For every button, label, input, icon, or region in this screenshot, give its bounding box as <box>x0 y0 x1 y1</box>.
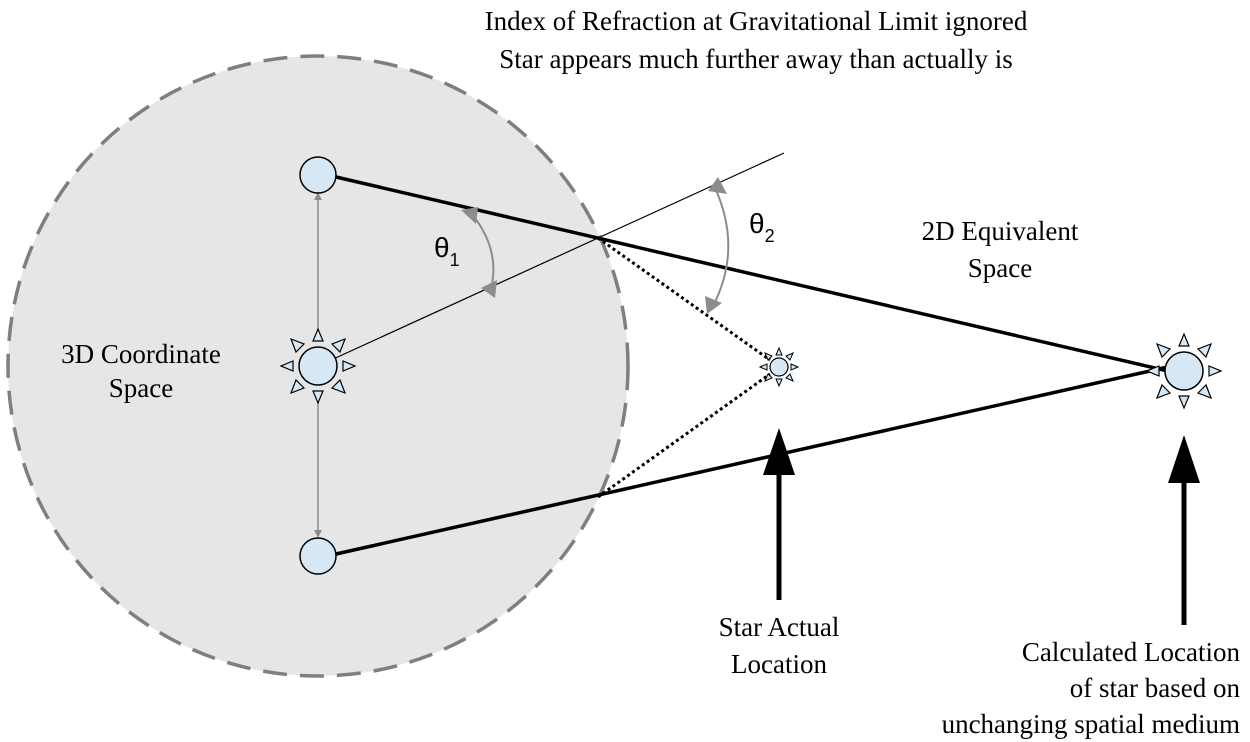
region-3d-label-line-2: Space <box>109 373 173 403</box>
calculated-star-icon <box>1145 332 1223 410</box>
lower-ray-line <box>335 364 1173 556</box>
calculated-location-label-line-3: unchanging spatial medium <box>942 709 1240 739</box>
theta2-arc <box>712 189 730 307</box>
actual-star-icon <box>758 346 800 388</box>
theta1-arrowhead-bottom <box>481 280 497 298</box>
calculated-location-label-line-1: Calculated Location <box>1022 637 1241 667</box>
calculated-location-label-line-2: of star based on <box>1070 673 1241 703</box>
actual-location-label-line-2: Location <box>731 649 827 679</box>
theta2-arrowhead-bottom <box>705 296 722 314</box>
upper-refracted-ray <box>597 236 771 362</box>
upper-observer-node <box>299 156 337 194</box>
actual-location-pointer <box>763 428 795 600</box>
lower-refracted-ray <box>597 372 771 499</box>
theta1-label: θ1 <box>434 232 460 270</box>
diagram-title-line-1: Index of Refraction at Gravitational Lim… <box>485 6 1028 36</box>
region-3d-label-line-1: 3D Coordinate <box>61 339 221 369</box>
region-2d-label-line-2: Space <box>968 253 1032 283</box>
theta2-arrowhead-top <box>708 177 727 194</box>
center-star-icon <box>279 327 357 405</box>
actual-location-label-line-1: Star Actual <box>719 612 840 642</box>
theta2-label: θ2 <box>749 208 775 246</box>
calculated-location-pointer <box>1168 435 1200 625</box>
lower-observer-node <box>299 537 337 575</box>
region-2d-label-line-1: 2D Equivalent <box>922 216 1079 246</box>
diagram-title-line-2: Star appears much further away than actu… <box>499 44 1013 74</box>
normal-reference-line <box>317 152 785 367</box>
theta1-arrowhead-top <box>461 207 478 224</box>
